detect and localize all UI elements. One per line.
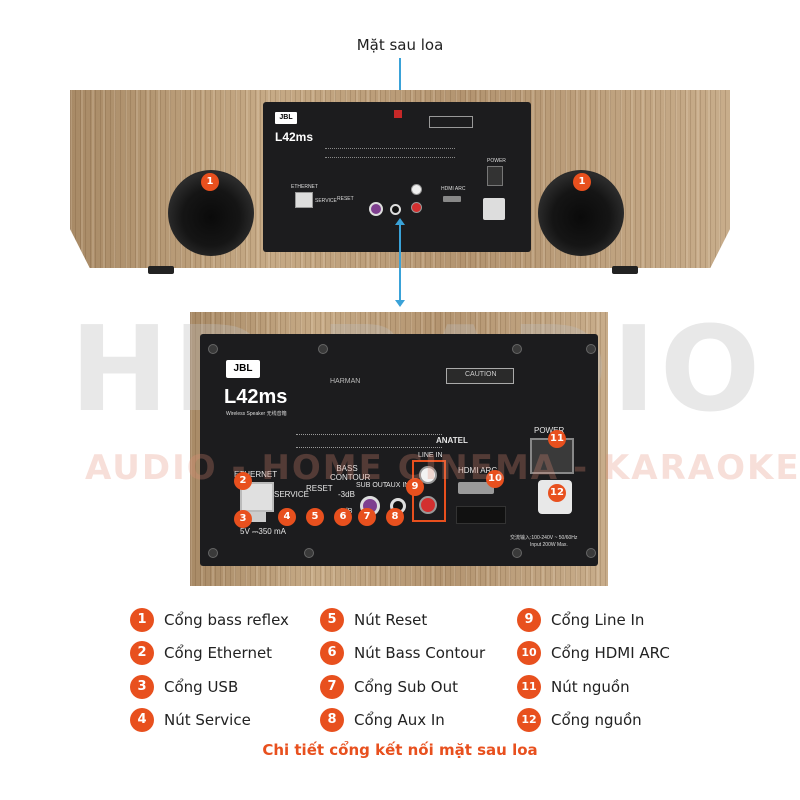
ethernet-label: ETHERNET	[234, 470, 278, 479]
caption: Chi tiết cổng kết nối mặt sau loa	[262, 741, 538, 759]
power-rating: 交流输入:100-240V ~ 50/60Hz	[510, 535, 578, 541]
hdmi-arc-label: HDMI ARC	[458, 466, 498, 475]
screw-tr	[512, 344, 522, 354]
line-in-label: LINE IN	[418, 452, 443, 459]
line-in-jack-white	[419, 466, 437, 484]
badge-4: 4	[278, 508, 296, 526]
caution-label-small	[429, 116, 473, 128]
speaker-foot-left	[148, 266, 174, 274]
screw-bl	[208, 548, 218, 558]
caution-text: CAUTION	[465, 371, 497, 378]
connector-panel-small: JBL L42ms ETHERNET SERVICE RESET HDMI AR…	[263, 102, 531, 252]
anatel-label: ANATEL	[436, 436, 468, 445]
service-label-small: SERVICE	[315, 198, 337, 204]
reset-label: RESET	[306, 484, 333, 493]
jbl-logo-small: JBL	[275, 112, 297, 124]
reset-label-small: RESET	[337, 196, 354, 202]
hdmi-label-small: HDMI ARC	[441, 186, 466, 192]
title-pointer-line	[399, 58, 401, 120]
speaker-foot-right	[612, 266, 638, 274]
aux-in-label: AUX IN	[386, 482, 410, 489]
bass-contour-label: BASS CONTOUR	[330, 464, 371, 482]
jbl-logo: JBL	[226, 360, 260, 378]
screw-bm	[304, 548, 314, 558]
hdmi-plate	[456, 506, 506, 524]
sub-out-jack-small	[369, 202, 383, 216]
badge-12: 12	[548, 484, 566, 502]
usb-port	[242, 512, 266, 522]
minus3db-label: -3dB	[338, 490, 355, 499]
sub-out-label: SUB OUT	[356, 482, 388, 489]
harman-label: HARMAN	[330, 378, 361, 385]
screw-br2	[586, 548, 596, 558]
badge-3: 3	[234, 510, 252, 528]
model-subtitle: Wireless Speaker 无线音箱	[226, 411, 287, 417]
badge-11: 11	[548, 430, 566, 448]
badge-10: 10	[486, 470, 504, 488]
line-in-jack-white-small	[411, 184, 422, 195]
usb-rating: 5V ⎓350 mA	[240, 527, 286, 536]
model-label-small: L42ms	[275, 130, 314, 144]
zoom-pointer-line	[399, 222, 401, 304]
hdmi-port	[458, 482, 494, 494]
service-label: SERVICE	[274, 490, 309, 499]
line-in-jack-red-small	[411, 202, 422, 213]
zoom-pointer-arrow-down	[395, 300, 405, 307]
power-label-small: POWER	[487, 158, 506, 164]
screw-tr2	[586, 344, 596, 354]
red-marker	[394, 110, 402, 118]
badge-2: 2	[234, 472, 252, 490]
power-label: POWER	[534, 426, 565, 435]
connector-panel-zoomed: JBL L42ms Wireless Speaker 无线音箱 HARMAN C…	[200, 334, 598, 566]
aux-in-jack-small	[390, 204, 401, 215]
screw-br	[512, 548, 522, 558]
badge-8: 8	[386, 508, 404, 526]
badge-1-left: 1	[201, 173, 219, 191]
power-input: Input 200W Max.	[530, 542, 568, 548]
line-in-jack-red	[419, 496, 437, 514]
badge-9: 9	[406, 478, 424, 496]
badge-1-right: 1	[573, 173, 591, 191]
hdmi-port-small	[443, 196, 461, 202]
page-title: Mặt sau loa	[356, 36, 444, 54]
ethernet-port-small	[295, 192, 313, 208]
screw-tm	[318, 344, 328, 354]
caution-label: CAUTION	[446, 368, 514, 384]
power-switch-small	[487, 166, 503, 186]
regulatory-icons	[296, 434, 442, 448]
zoom-pointer-arrow-up	[395, 218, 405, 225]
badge-5: 5	[306, 508, 324, 526]
power-socket-small	[483, 198, 505, 220]
badge-7: 7	[358, 508, 376, 526]
screw-tl	[208, 344, 218, 354]
model-label: L42ms	[224, 386, 288, 408]
regulatory-icons-small	[325, 148, 455, 158]
badge-6: 6	[334, 508, 352, 526]
ethernet-label-small: ETHERNET	[291, 184, 318, 190]
watermark-tagline: AUDIO - HOME CINEMA - KARAOKE	[85, 448, 800, 488]
